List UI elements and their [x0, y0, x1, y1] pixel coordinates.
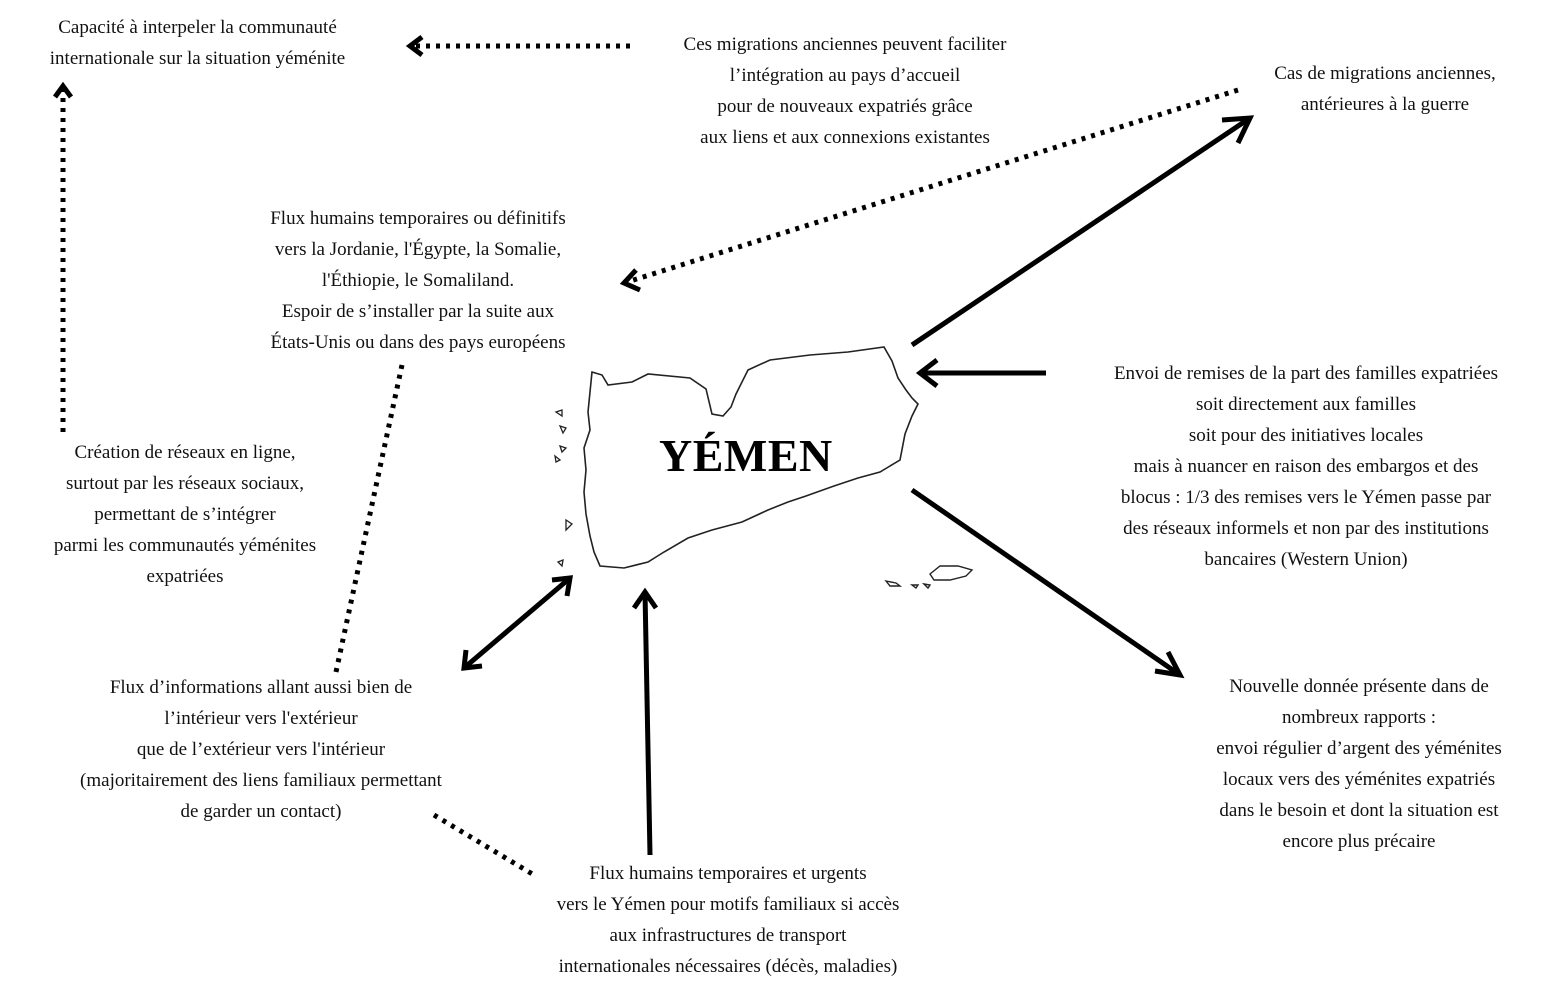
- arrow-to-reverse-money: [910, 487, 1182, 678]
- node-international-community: Capacité à interpeler la communauté inte…: [0, 12, 395, 74]
- node-line: l’intégration au pays d’accueil: [729, 65, 961, 86]
- node-line: permettant de s’intégrer: [94, 504, 276, 525]
- node-reverse-money: Nouvelle donnée présente dans de nombreu…: [1172, 671, 1546, 857]
- node-line: blocus : 1/3 des remises vers le Yémen p…: [1120, 487, 1492, 508]
- node-line: bancaires (Western Union): [1204, 549, 1408, 570]
- dotted-arrowhead-outward: [619, 268, 642, 293]
- arrow-information-bidirectional: [462, 576, 572, 670]
- node-line: Création de réseaux en ligne,: [74, 442, 296, 463]
- node-online-networks: Création de réseaux en ligne, surtout pa…: [10, 437, 360, 592]
- node-line: antérieures à la guerre: [1300, 94, 1470, 115]
- node-line: soit directement aux familles: [1195, 394, 1416, 415]
- node-line: de garder un contact): [180, 801, 342, 822]
- arrowhead-remittances: [915, 358, 939, 388]
- node-old-migrations-facilitate: Ces migrations anciennes peuvent facilit…: [630, 29, 1060, 153]
- node-line: Espoir de s’installer par la suite aux: [281, 301, 555, 322]
- node-line: des réseaux informels et non par des ins…: [1123, 518, 1489, 539]
- node-line: nombreux rapports :: [1281, 707, 1437, 728]
- dotted-link-outward-to-information: [333, 364, 405, 673]
- node-line: l'Éthiopie, le Somaliland.: [321, 270, 515, 291]
- node-line: Flux humains temporaires ou définitifs: [270, 208, 566, 229]
- node-line: pour de nouveaux expatriés grâce: [717, 96, 973, 117]
- arrowhead-information-up: [551, 575, 574, 597]
- node-line: parmi les communautés yéménites: [53, 535, 317, 556]
- node-line: surtout par les réseaux sociaux,: [66, 473, 304, 494]
- arrowhead-urgent-flows: [631, 587, 659, 610]
- node-line: Flux d’informations allant aussi bien de: [109, 677, 413, 698]
- arrow-urgent-flows-in: [642, 591, 653, 856]
- node-human-flows-outward: Flux humains temporaires ou définitifs v…: [213, 203, 623, 358]
- node-information-flows: Flux d’informations allant aussi bien de…: [22, 672, 500, 827]
- arrowhead-information-down: [461, 649, 483, 671]
- node-line: encore plus précaire: [1282, 831, 1436, 852]
- socotra-island: [884, 565, 974, 590]
- node-line: internationales nécessaires (décès, mala…: [558, 956, 898, 977]
- node-line: locaux vers des yéménites expatriés: [1222, 769, 1496, 790]
- node-line: soit pour des initiatives locales: [1188, 425, 1424, 446]
- node-line: dans le besoin et dont la situation est: [1219, 800, 1499, 821]
- red-sea-islands: [554, 409, 574, 568]
- node-line: vers le Yémen pour motifs familiaux si a…: [556, 894, 900, 915]
- node-line: internationale sur la situation yéménite: [49, 48, 346, 69]
- dotted-arrowhead-international: [405, 35, 424, 57]
- dotted-arrowhead-networks: [52, 81, 74, 99]
- node-line: Nouvelle donnée présente dans de: [1229, 676, 1489, 697]
- node-line: États-Unis ou dans des pays européens: [270, 332, 566, 353]
- node-line: Ces migrations anciennes peuvent facilit…: [683, 34, 1007, 55]
- yemen-map-outline: [583, 346, 919, 569]
- node-line: Flux humains temporaires et urgents: [589, 863, 867, 884]
- country-title: YÉMEN: [659, 430, 833, 481]
- node-line: mais à nuancer en raison des embargos et…: [1133, 456, 1479, 477]
- node-line: envoi régulier d’argent des yéménites: [1216, 738, 1502, 759]
- arrow-to-old-migrations: [910, 115, 1252, 348]
- node-line: Capacité à interpeler la communauté: [58, 17, 337, 38]
- node-line: expatriées: [146, 566, 224, 587]
- node-old-migrations: Cas de migrations anciennes, antérieures…: [1230, 58, 1540, 120]
- node-line: aux infrastructures de transport: [609, 925, 847, 946]
- node-remittances: Envoi de remises de la part des familles…: [1062, 358, 1550, 575]
- dotted-arrow-old-to-outward: [623, 87, 1239, 286]
- node-line: l’intérieur vers l'extérieur: [164, 708, 358, 729]
- node-line: Envoi de remises de la part des familles…: [1113, 363, 1499, 384]
- node-urgent-flows-inward: Flux humains temporaires et urgents vers…: [500, 858, 956, 982]
- node-line: que de l’extérieur vers l'intérieur: [136, 739, 386, 760]
- node-line: aux liens et aux connexions existantes: [700, 127, 990, 148]
- node-line: vers la Jordanie, l'Égypte, la Somalie,: [274, 239, 562, 260]
- node-line: Cas de migrations anciennes,: [1274, 63, 1496, 84]
- arrowhead-old-migrations: [1221, 115, 1255, 145]
- arrowhead-reverse-money: [1154, 650, 1185, 679]
- node-line: (majoritairement des liens familiaux per…: [80, 770, 442, 791]
